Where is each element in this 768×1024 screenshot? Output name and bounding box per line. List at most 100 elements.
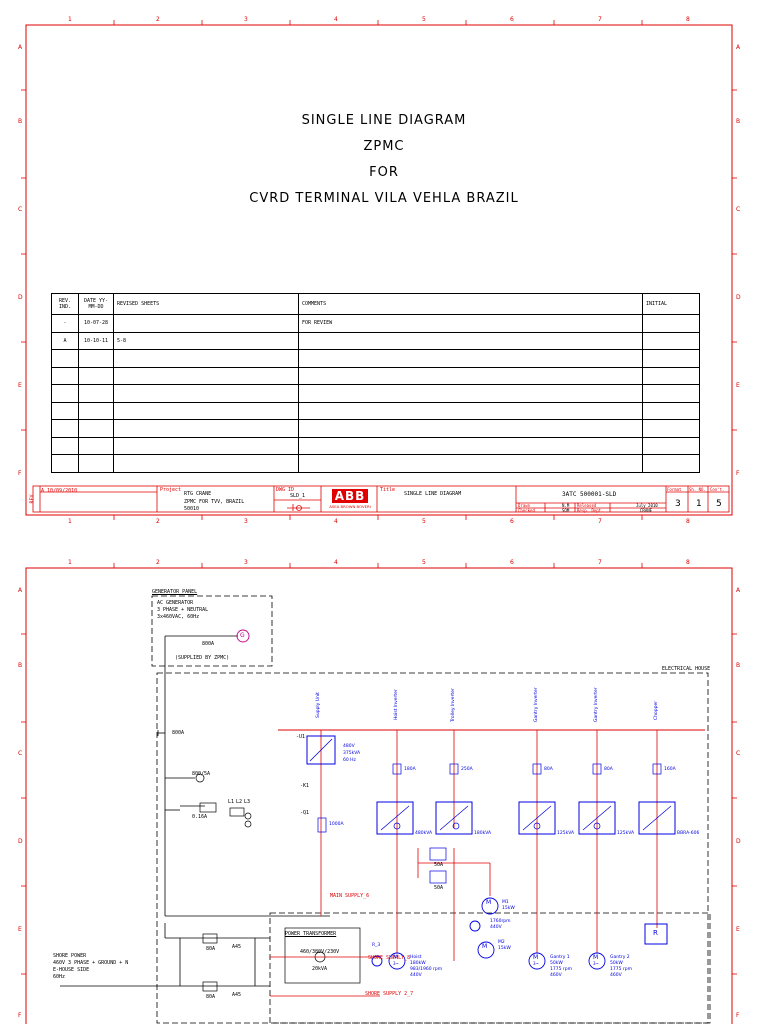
motor-phase: 3~ [393,961,399,966]
revision-table: REV. IND. DATE YY-MM-DD REVISED SHEETS C… [51,293,700,473]
col-num: 2 [156,559,160,566]
row-letter: E [18,926,22,933]
fuse-rating: 50A [434,862,444,868]
revision-cell [51,366,79,385]
revision-table-header: REV. IND. DATE YY-MM-DD REVISED SHEETS C… [51,293,700,315]
row-letter: D [18,294,23,301]
revision-cell [113,401,299,420]
generator-line: 3 PHASE + NEUTRAL [157,607,209,613]
rev-header: REV. IND. [51,293,79,315]
revision-cell [51,419,79,438]
u1-rating: 480V [343,744,355,749]
motor-m: M [482,943,488,950]
row-letter: A [18,44,23,51]
row-letter: F [736,1012,740,1019]
revision-cell [298,384,643,403]
revision-cell [298,349,643,368]
transformer-title: POWER TRANSFORMER [285,931,337,937]
col-num: 1 [68,16,72,23]
comments-header: COMMENTS [298,293,643,315]
feeder-label: Trolley Inverter [451,688,456,722]
row-letter: D [18,838,23,845]
revision-cell [642,314,700,333]
q1-rating: 1000A [329,822,344,827]
row-letter: E [736,926,740,933]
row-letter: B [736,662,741,669]
revision-row [51,454,700,473]
single-line-diagram-sheet: GENERATOR PANEL AC GENERATOR 3 PHASE + N… [0,558,768,1024]
electrical-house-box [156,672,709,1024]
revision-cell [113,436,299,455]
revision-cell [642,401,700,420]
isolator: A45 [232,944,242,950]
k1-tag: -K1 [300,783,310,789]
main-supply-ref: 6 [366,893,370,899]
revision-cell [113,349,299,368]
feeder-label: Chopper [654,700,659,720]
generator-panel-title: GENERATOR PANEL [152,589,198,595]
project-label: Project [160,487,182,493]
revision-cell: A [51,331,79,350]
dwg-symbol-icon [287,504,310,511]
checked-label: Checked [518,508,535,513]
row-letter: A [736,44,741,51]
revision-cell: FOR REVIEW [298,314,643,333]
motor-detail: 460V [550,973,562,978]
col-num: 7 [598,518,602,525]
col-num: 5 [422,518,426,525]
inverter-rating: BBRA-606 [677,831,700,836]
col-num: 2 [156,518,160,525]
checked-value: SOM [562,508,570,513]
revision-cell [298,454,643,473]
meter-rating: 0.16A [192,814,208,820]
resistor-label: R [653,929,658,937]
col-num: 6 [510,559,514,566]
revision-row [51,419,700,438]
revision-cell [78,454,114,473]
sheet-value: 1 [696,499,702,509]
transformer-ratio: 460/380V/230V [300,949,340,955]
u1-rating: 375kVA [343,751,361,756]
col-num: 2 [156,16,160,23]
inverter-rating: 125kVA [617,831,635,836]
revision-cell [51,384,79,403]
circuit-800a: 800A [172,730,185,736]
q1-tag: -Q1 [300,810,310,816]
document-number: 3ATC 500001-SLD [562,491,617,498]
col-num: 6 [510,518,514,525]
shore-power-line: E-HOUSE SIDE [53,967,90,973]
col-num: 4 [334,518,338,525]
revision-cell [642,454,700,473]
title-sheet-frame [21,20,737,520]
inverter-rating: 125kVA [557,831,575,836]
phase-label: L3 [244,799,251,805]
shore-supply-text: SHORE SUPPLY [368,955,405,961]
feeder-label: Gantry Inverter [534,687,539,722]
cont-label: Con't. [710,487,725,492]
motor-detail: 15kW [502,906,515,911]
phase-label: L2 [236,799,243,805]
row-letter: C [18,750,23,757]
motor-detail: 440V [410,973,422,978]
breaker-80a: 80A [206,946,216,952]
row-letter: E [18,382,22,389]
released-value: July 2010 [636,503,658,508]
generator-line: AC GENERATOR [157,600,194,606]
chopper-resistor [644,923,668,945]
shore-supply-2-ref: 7 [410,991,414,997]
revision-row [51,436,700,455]
isolator: A45 [232,992,242,998]
u1-rating: 60 Hz [343,758,356,763]
row-letter: B [18,118,23,125]
revision-cell [298,331,643,350]
col-num: 3 [244,518,248,525]
sheet-label: Sh. NO. [689,487,706,492]
motor-detail: 50kW [550,961,563,966]
shore-supply-ref: 8 [407,955,411,961]
u1-tag: -U1 [296,734,306,740]
revision-cell [51,436,79,455]
supply-unit-box [306,735,336,765]
revision-cell: 5-8 [113,331,299,350]
row-letter: F [736,470,740,477]
